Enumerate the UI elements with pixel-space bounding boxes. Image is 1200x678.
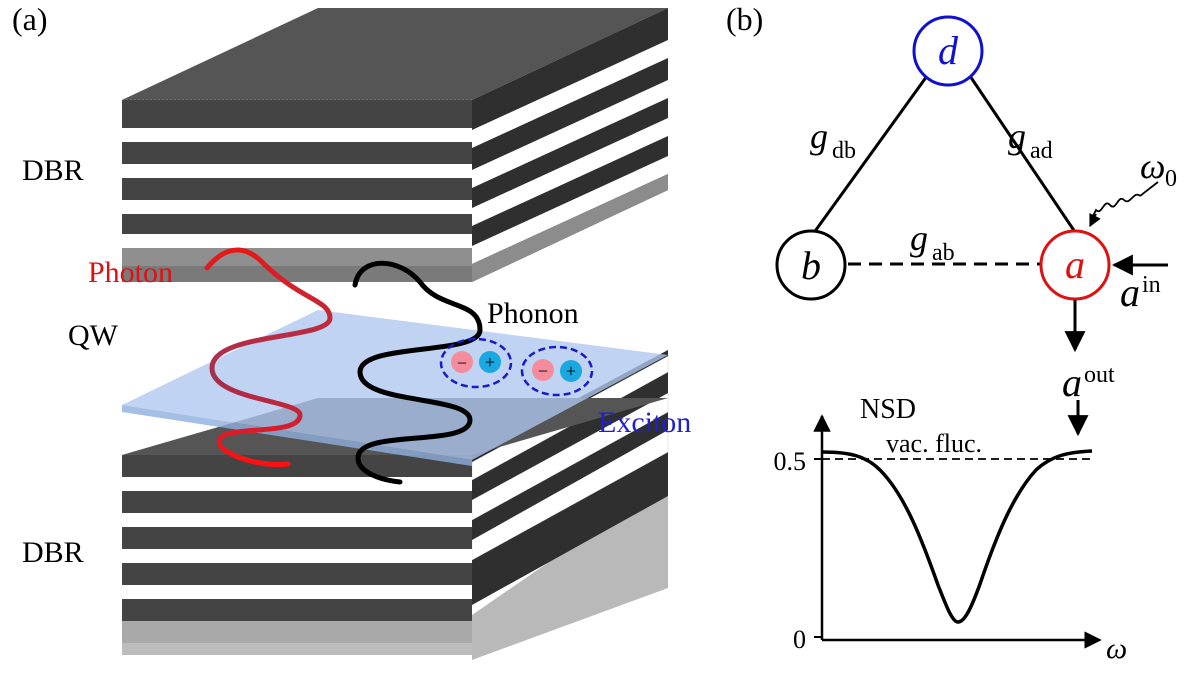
nsd-plot: NSD ω 0.5 0 vac. fluc. — [774, 394, 1128, 665]
svg-text:g: g — [1008, 116, 1026, 156]
coupling-g-ab: g ab — [910, 218, 955, 266]
plus-sign: + — [485, 352, 495, 372]
svg-text:g: g — [910, 218, 928, 258]
svg-text:a: a — [1120, 270, 1140, 315]
tick-0-label: 0 — [793, 625, 806, 654]
exciton-pair-2: − + — [520, 345, 594, 397]
dbr-top-label: DBR — [22, 154, 84, 187]
minus-sign: − — [457, 353, 467, 373]
svg-text:db: db — [832, 138, 856, 164]
input-a-in: a in — [1111, 254, 1168, 315]
quantum-well-plane — [122, 310, 668, 466]
edge-d-a — [968, 75, 1077, 233]
qw-label: QW — [68, 319, 119, 352]
nsd-curve — [821, 449, 1093, 624]
dbr-top-stack — [122, 8, 668, 282]
coupling-g-ad: g ad — [1008, 116, 1053, 164]
svg-text:g: g — [810, 116, 828, 156]
svg-text:a: a — [1062, 360, 1082, 405]
svg-text:out: out — [1084, 362, 1115, 388]
svg-text:ad: ad — [1030, 138, 1053, 164]
phonon-wave — [352, 260, 483, 485]
minus-sign: − — [538, 361, 548, 381]
phonon-label: Phonon — [487, 297, 579, 330]
svg-text:0: 0 — [1165, 166, 1177, 192]
y-axis-label: NSD — [860, 394, 916, 425]
drive-omega0: ω 0 — [1089, 146, 1177, 228]
vac-fluc-label: vac. fluc. — [886, 429, 982, 458]
svg-text:ω: ω — [1140, 146, 1165, 186]
node-d-label: d — [938, 28, 959, 73]
photon-wave — [204, 247, 333, 467]
node-a: a — [1039, 229, 1111, 301]
edge-d-b — [811, 75, 929, 235]
node-b: b — [775, 229, 847, 301]
node-d: d — [912, 15, 984, 87]
svg-text:ab: ab — [932, 240, 955, 266]
x-axis-label: ω — [1106, 632, 1127, 665]
panel-b-label: (b) — [726, 1, 763, 37]
dbr-bottom-label: DBR — [22, 536, 84, 569]
photon-label: Photon — [88, 256, 173, 289]
exciton-pair-1: − + — [439, 337, 513, 389]
exciton-label: Exciton — [598, 406, 691, 439]
tick-05-label: 0.5 — [774, 447, 807, 476]
coupling-g-db: g db — [810, 116, 856, 164]
output-a-out: a out — [1062, 300, 1115, 437]
plus-sign: + — [566, 361, 576, 381]
node-b-label: b — [801, 243, 821, 288]
svg-text:in: in — [1142, 272, 1161, 298]
node-a-label: a — [1065, 242, 1085, 287]
panel-a-label: (a) — [12, 1, 48, 37]
